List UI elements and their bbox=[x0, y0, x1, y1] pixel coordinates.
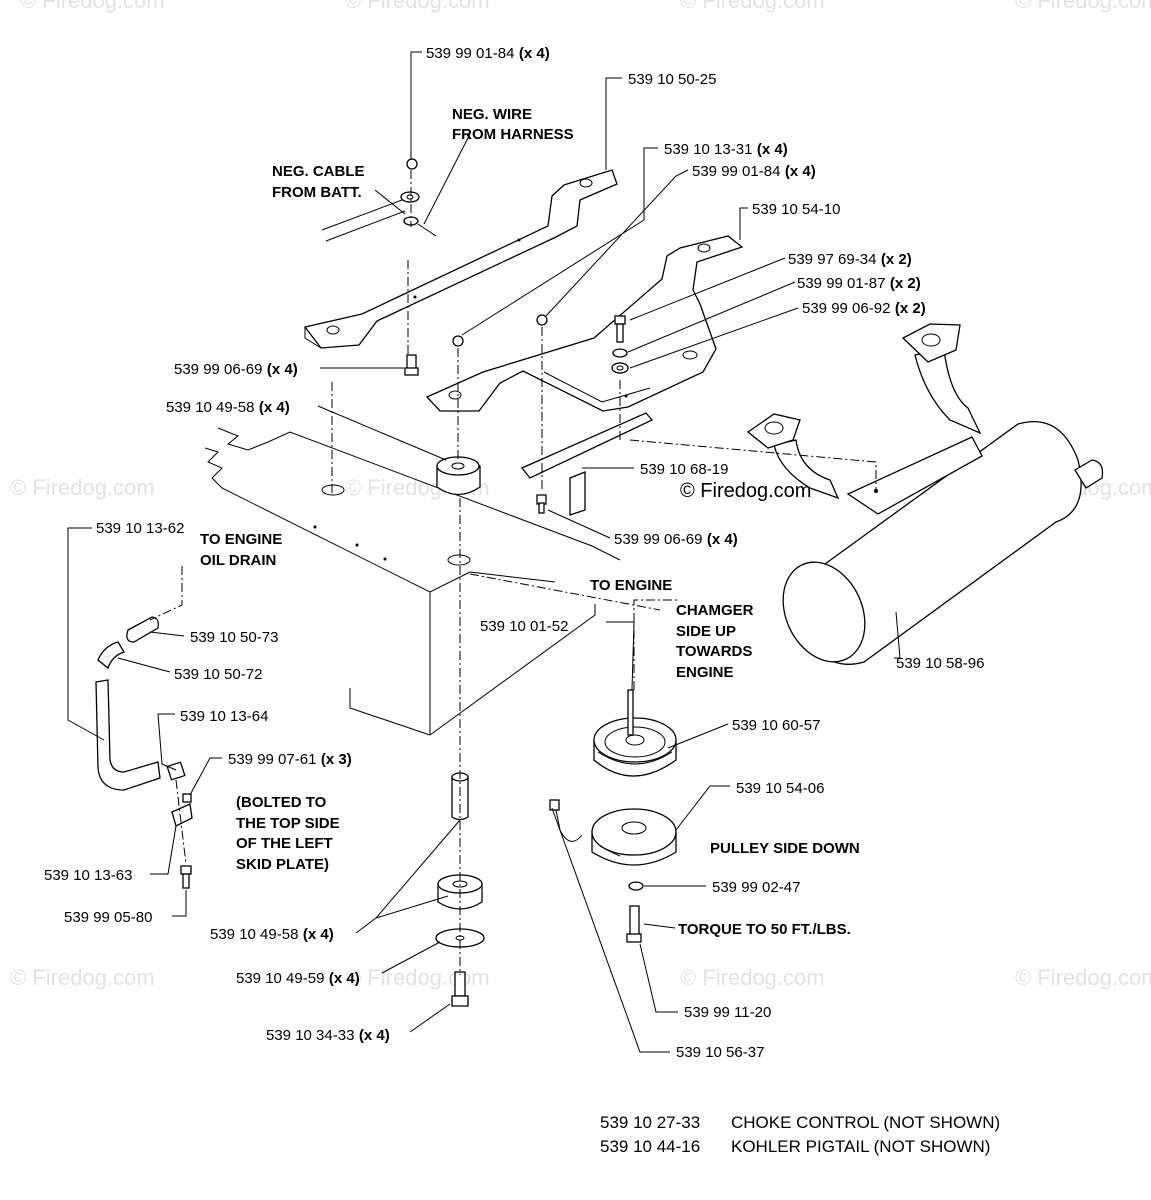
part-label: 539 10 54-06 bbox=[736, 780, 824, 797]
note-chamfer-line1: CHAMGER bbox=[676, 602, 754, 619]
watermark: © Firedog.com bbox=[680, 965, 825, 990]
note-neg-wire-line2: FROM HARNESS bbox=[452, 126, 574, 143]
engine-bracket-drawing bbox=[425, 235, 744, 412]
part-label: 539 10 13-64 bbox=[180, 708, 268, 725]
note-bolted-line2: THE TOP SIDE bbox=[236, 815, 340, 832]
part-label: 539 10 54-10 bbox=[752, 201, 840, 218]
part-label: 539 99 06-69 (x 4) bbox=[174, 361, 298, 378]
pulley-drawing bbox=[593, 689, 677, 777]
watermark: © Firedog.com bbox=[1015, 965, 1151, 990]
footer-desc-2: KOHLER PIGTAIL (NOT SHOWN) bbox=[731, 1137, 990, 1156]
part-label: 539 99 11-20 bbox=[684, 1004, 771, 1021]
part-label: 539 10 34-33 (x 4) bbox=[266, 1027, 390, 1044]
footer-pn-1: 539 10 27-33 bbox=[600, 1113, 700, 1132]
part-label: 539 10 49-58 (x 4) bbox=[166, 399, 290, 416]
part-label: 539 10 60-57 bbox=[732, 717, 820, 734]
note-neg-wire-line1: NEG. WIRE bbox=[452, 106, 532, 123]
footer-pn-2: 539 10 44-16 bbox=[600, 1137, 700, 1156]
isolator-upper-drawing bbox=[436, 456, 481, 496]
part-label: 539 97 69-34 (x 2) bbox=[788, 251, 912, 268]
part-label: 539 99 06-92 (x 2) bbox=[802, 300, 926, 317]
note-to-engine: TO ENGINE bbox=[590, 577, 672, 594]
oil-drain-drawing bbox=[95, 616, 193, 889]
watermark: © Firedog.com bbox=[10, 475, 155, 500]
watermark: © Firedog.com bbox=[345, 965, 490, 990]
leader-lines bbox=[67, 51, 901, 1053]
part-label: 539 10 50-73 bbox=[190, 629, 278, 646]
part-label: 539 10 49-59 (x 4) bbox=[236, 970, 360, 987]
watermark: © Firedog.com bbox=[680, 0, 825, 13]
bracket-hardware-drawing bbox=[404, 314, 629, 376]
part-label: 539 99 01-84 (x 4) bbox=[426, 45, 550, 62]
centerlines bbox=[149, 170, 877, 975]
watermark: © Firedog.com bbox=[345, 0, 490, 13]
part-label: 539 10 58-96 bbox=[896, 655, 984, 672]
clutch-drawing bbox=[549, 799, 677, 943]
watermark: © Firedog.com bbox=[1015, 0, 1151, 13]
part-label: 539 10 13-31 (x 4) bbox=[664, 141, 788, 158]
note-oil-drain-line1: TO ENGINE bbox=[200, 531, 282, 548]
skid-plate-drawing bbox=[204, 427, 621, 736]
part-label: 539 10 50-72 bbox=[174, 666, 262, 683]
watermark: © Firedog.com bbox=[10, 965, 155, 990]
watermark: © Firedog.com bbox=[20, 0, 165, 13]
part-label: 539 10 13-63 bbox=[44, 867, 132, 884]
part-label: 539 99 02-47 bbox=[712, 879, 800, 896]
footer-desc-1: CHOKE CONTROL (NOT SHOWN) bbox=[731, 1113, 1000, 1132]
note-neg-cable-line2: FROM BATT. bbox=[272, 184, 362, 201]
drawing-layer bbox=[67, 51, 1104, 1053]
part-label: 539 10 13-62 bbox=[96, 520, 184, 537]
part-label: 539 10 50-25 bbox=[628, 71, 716, 88]
note-oil-drain-line2: OIL DRAIN bbox=[200, 552, 276, 569]
frame-bracket-drawing bbox=[303, 169, 618, 349]
note-neg-cable-line1: NEG. CABLE bbox=[272, 163, 365, 180]
note-bolted-line3: OF THE LEFT bbox=[236, 835, 333, 852]
note-chamfer-line2: SIDE UP bbox=[676, 623, 736, 640]
muffler-bracket-drawing bbox=[520, 412, 654, 516]
center-watermark: © Firedog.com bbox=[680, 480, 811, 502]
part-label: 539 10 68-19 bbox=[640, 461, 728, 478]
part-label: 539 10 56-37 bbox=[676, 1044, 764, 1061]
neg-cable-drawing bbox=[321, 158, 437, 242]
note-bolted-line4: SKID PLATE) bbox=[236, 856, 329, 873]
part-label: 539 99 07-61 (x 3) bbox=[228, 751, 352, 768]
part-label: 539 99 06-69 (x 4) bbox=[614, 531, 738, 548]
note-torque: TORQUE TO 50 FT./LBS. bbox=[678, 921, 851, 938]
note-pulley-side: PULLEY SIDE DOWN bbox=[710, 840, 860, 857]
part-label: 539 99 05-80 bbox=[64, 909, 152, 926]
note-bolted-line1: (BOLTED TO bbox=[236, 794, 327, 811]
note-chamfer-line3: TOWARDS bbox=[676, 643, 752, 660]
labels-layer: 539 99 01-84 (x 4) 539 10 50-25 539 10 1… bbox=[44, 45, 1000, 1156]
part-label: 539 10 01-52 bbox=[480, 618, 568, 635]
part-label: 539 10 49-58 (x 4) bbox=[210, 926, 334, 943]
part-label: 539 99 01-84 (x 4) bbox=[692, 163, 816, 180]
part-label: 539 99 01-87 (x 2) bbox=[797, 275, 921, 292]
note-chamfer-line4: ENGINE bbox=[676, 664, 734, 681]
